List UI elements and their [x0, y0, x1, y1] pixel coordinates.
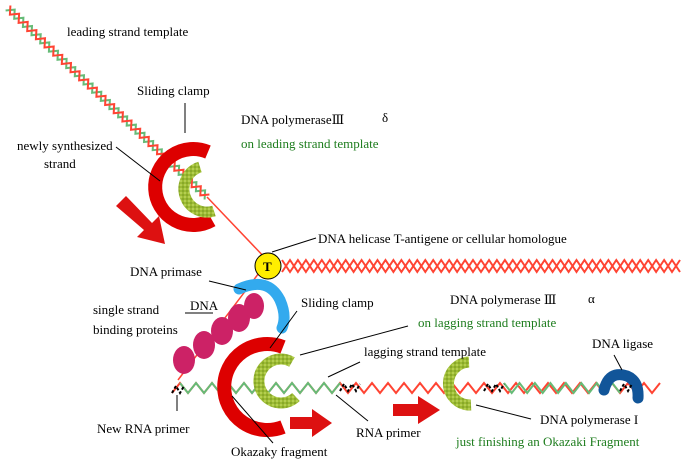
leading-template-strand [8, 5, 210, 197]
lagging-strand-duplex [171, 381, 661, 395]
parental-strand-a [281, 258, 681, 274]
label-on-lagging: on lagging strand template [418, 315, 557, 330]
label-lagging-template: lagging strand template [364, 344, 486, 359]
label-ssb-1: single strand [93, 302, 160, 317]
label-newly-synth-2: strand [44, 156, 76, 171]
dna-ligase [598, 369, 644, 404]
label-pol3-alpha: DNA polymerase Ⅲ [450, 292, 556, 307]
direction-arrow-top [116, 196, 165, 244]
label-new-rna-primer: New RNA primer [97, 421, 190, 436]
dna-polymerase-delta [178, 161, 216, 218]
label-sliding-clamp-top: Sliding clamp [137, 83, 210, 98]
label-leading-template: leading strand template [67, 24, 189, 39]
label-just-finishing: just finishing an Okazaki Fragment [455, 434, 640, 449]
dna-primase [233, 278, 290, 334]
label-dna-ligase: DNA ligase [592, 336, 653, 351]
label-alpha-symbol: α [588, 291, 595, 306]
label-ssb-dna: DNA [190, 298, 219, 313]
single-strand-binding-proteins [173, 293, 264, 374]
direction-arrow-middle [290, 409, 332, 437]
dna-polymerase-1 [443, 356, 472, 411]
sliding-clamp-top [148, 142, 216, 232]
rna-primer-2 [483, 381, 505, 394]
label-pol3-delta: DNA polymeraseⅢ [241, 112, 344, 127]
label-ssb-2: binding proteins [93, 322, 178, 337]
leading-strand-duplex [5, 5, 210, 200]
dna-polymerase-alpha [253, 353, 300, 409]
leading-template-line [206, 196, 269, 262]
label-delta-symbol: δ [382, 110, 388, 125]
label-okazaki: Okazaky fragment [231, 444, 328, 459]
direction-arrow-right [393, 396, 440, 424]
rna-primer [339, 381, 361, 394]
parental-strand-b [281, 258, 681, 274]
new-rna-primer [171, 383, 185, 396]
t-antigen-helicase [254, 252, 282, 280]
label-on-leading: on leading strand template [241, 136, 379, 151]
label-newly-synth-1: newly synthesized [17, 138, 113, 153]
t-antigen-label: T [263, 259, 272, 274]
label-rna-primer: RNA primer [356, 425, 421, 440]
sliding-clamp-lower [217, 337, 286, 437]
leading-new-strand [5, 8, 207, 200]
leader-lines [115, 103, 623, 444]
label-helicase: DNA helicase T-antigene or cellular homo… [318, 231, 567, 246]
parental-dna-duplex [281, 258, 681, 274]
label-primase: DNA primase [130, 264, 202, 279]
label-pol1: DNA polymerase I [540, 412, 638, 427]
rna-primer-3 [619, 381, 633, 394]
label-sliding-clamp-lower: Sliding clamp [301, 295, 374, 310]
